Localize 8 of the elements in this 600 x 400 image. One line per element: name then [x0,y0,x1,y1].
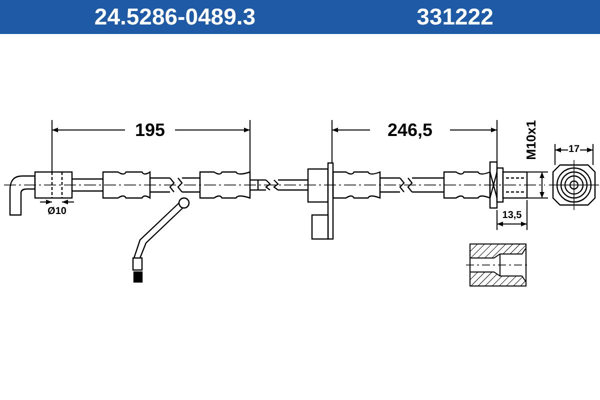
part-number: 331222 [416,6,494,28]
dimension-label: 17 [568,145,580,155]
dimension-label: 13,5 [502,211,522,221]
dimension-label: 246,5 [387,121,433,139]
part-number: 24.5286-0489.3 [94,6,256,28]
dimension-label: 195 [134,121,166,139]
dimension-label: Ø10 [48,207,66,217]
dimension-label: M10x1 [524,120,538,160]
